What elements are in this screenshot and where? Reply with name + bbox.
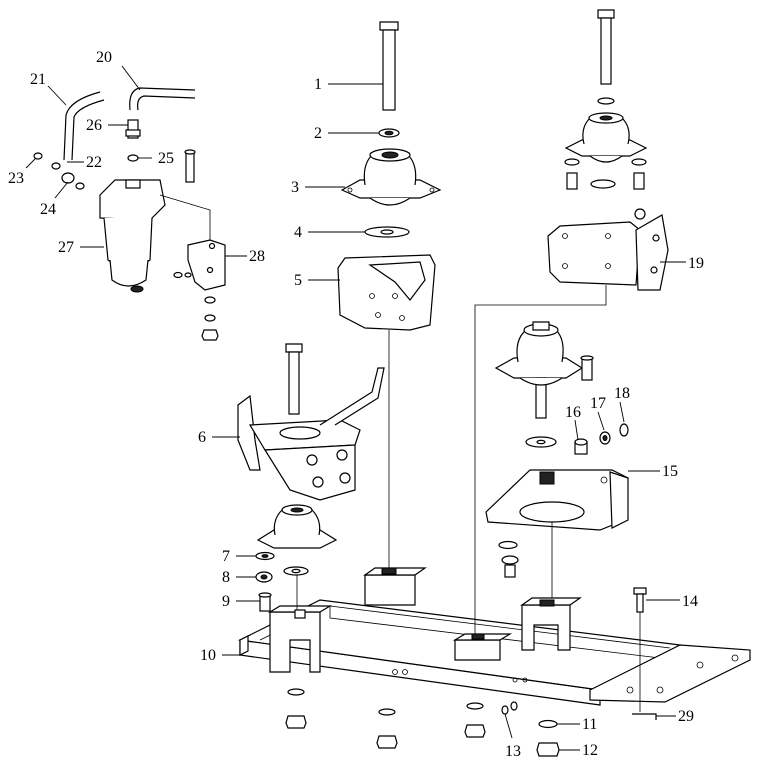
callout-2: 2	[314, 125, 322, 142]
callout-3: 3	[291, 179, 299, 196]
lockwasher-8	[255, 571, 273, 583]
callouts: 1 2 3 4 5 6 7 8 9 10 11 12 13 14 15 16 1…	[8, 49, 704, 760]
callout-20: 20	[96, 49, 112, 66]
filter-leader	[159, 194, 211, 240]
bracket-19	[547, 208, 669, 291]
bottom-hardware	[285, 688, 560, 757]
clip-29	[632, 713, 657, 720]
bracket-28	[187, 239, 226, 291]
rubber-mount-right-top	[564, 112, 648, 163]
washer-right-top	[597, 97, 615, 105]
callout-15: 15	[662, 463, 678, 480]
hardware-filter	[33, 149, 219, 341]
hardware-right-top	[564, 158, 647, 190]
callout-12: 12	[582, 742, 598, 759]
bracket-6	[237, 367, 385, 501]
rubber-mount-mid-right	[494, 321, 594, 419]
callout-1: 1	[314, 76, 322, 93]
bolt-9	[258, 592, 272, 612]
bracket-15	[485, 469, 629, 531]
callout-21: 21	[30, 71, 46, 88]
callout-13: 13	[505, 743, 521, 760]
rubber-mount-left	[256, 504, 338, 549]
callout-17: 17	[590, 395, 606, 412]
callout-19: 19	[688, 255, 704, 272]
callout-26: 26	[86, 117, 102, 134]
callout-14: 14	[682, 593, 698, 610]
washer-left-lower	[283, 566, 309, 576]
washer-7	[255, 551, 275, 561]
hose-21	[63, 91, 105, 161]
callout-27: 27	[58, 239, 74, 256]
frame-bracket-left	[267, 605, 333, 673]
callout-16: 16	[565, 404, 581, 421]
washer-2	[378, 128, 400, 138]
callout-5: 5	[294, 272, 302, 289]
callout-4: 4	[294, 224, 302, 241]
bracket-5	[337, 254, 436, 331]
bolt-14	[633, 587, 647, 712]
frame-bracket-center	[363, 567, 427, 606]
bolt-16	[574, 438, 588, 455]
frame-bracket-rear	[452, 633, 513, 661]
washer-18	[619, 423, 629, 437]
callout-8: 8	[222, 569, 230, 586]
hose-20	[129, 87, 196, 111]
callout-7: 7	[222, 548, 230, 565]
callout-25: 25	[158, 150, 174, 167]
frame-bracket-right	[520, 597, 582, 651]
callout-22: 22	[86, 154, 102, 171]
callout-6: 6	[198, 429, 206, 446]
bolt-right-top	[597, 9, 615, 85]
bolt-1	[379, 21, 399, 111]
washer-4	[364, 226, 410, 238]
callout-9: 9	[222, 593, 230, 610]
filter-body-27	[99, 179, 166, 293]
bolt-6-stem	[285, 343, 303, 415]
callout-18: 18	[614, 385, 630, 402]
callout-28: 28	[249, 248, 265, 265]
hardware-right-lower	[498, 540, 519, 578]
callout-11: 11	[582, 716, 597, 733]
nut-17	[599, 431, 611, 445]
washer-mid-right	[525, 436, 557, 448]
fitting-26	[125, 119, 141, 139]
right-leader-axis	[474, 285, 607, 634]
callout-23: 23	[8, 170, 24, 187]
rubber-mount-3	[340, 148, 442, 206]
callout-29: 29	[678, 708, 694, 725]
callout-10: 10	[200, 647, 216, 664]
callout-24: 24	[40, 201, 56, 218]
